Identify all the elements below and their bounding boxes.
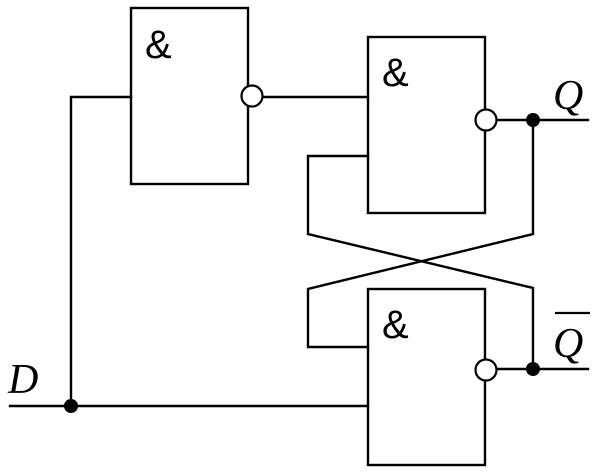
- junction-q-bar: [526, 362, 540, 376]
- junctions: [64, 113, 540, 413]
- wire-feedback-q-to-gate-3: [306, 118, 535, 349]
- output-label-q: Q: [553, 73, 583, 119]
- nand-gate-3-body: [366, 287, 487, 467]
- nand-gate-1-body: [129, 6, 250, 186]
- nand-gate-3: &: [366, 287, 498, 467]
- nand-gate-2-inversion-bubble: [474, 108, 498, 132]
- wire-d-to-gate-1: [69, 95, 133, 408]
- nand-gate-3-symbol: &: [382, 303, 409, 347]
- junction-q: [526, 113, 540, 127]
- nand-gate-1-symbol: &: [145, 23, 172, 67]
- nand-gate-2: &: [366, 35, 498, 215]
- nand-gate-1: &: [129, 6, 264, 186]
- nand-gate-1-inversion-bubble: [240, 84, 264, 108]
- output-label-q-bar-text: Q: [553, 321, 583, 367]
- junction-d: [64, 399, 78, 413]
- nand-gate-2-body: [366, 35, 487, 215]
- wiring: [8, 95, 590, 408]
- nand-gate-2-symbol: &: [382, 51, 409, 95]
- wire-feedback-q-bar-to-gate-2: [306, 154, 535, 371]
- nand-gate-3-inversion-bubble: [474, 358, 498, 382]
- input-label-d: D: [7, 357, 38, 403]
- output-label-q-bar: Q: [553, 311, 590, 367]
